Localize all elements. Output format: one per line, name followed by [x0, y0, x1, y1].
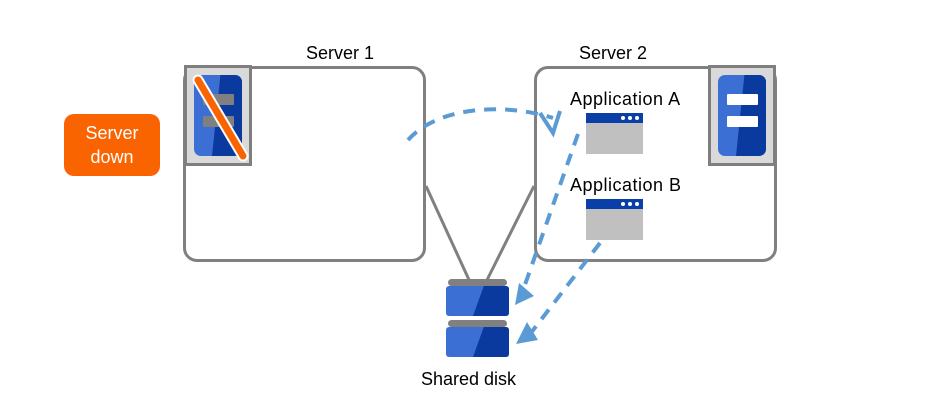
- disk-shade: [473, 327, 509, 357]
- disk-shade: [473, 286, 509, 316]
- disk-cap: [448, 279, 507, 286]
- status-badge-server-down: Server down: [64, 114, 160, 176]
- window-dot-icon: [635, 116, 639, 120]
- disk-connector-lines: [424, 185, 536, 283]
- server-icon-bar: [203, 116, 234, 127]
- status-badge-line1: Server: [85, 123, 139, 143]
- disk-body: [446, 327, 509, 357]
- server-icon-ok: [718, 75, 766, 156]
- window-dot-icon: [621, 202, 625, 206]
- server1-label: Server 1: [306, 43, 375, 63]
- server2-label: Server 2: [579, 43, 648, 63]
- shared-disk-icon: [446, 279, 509, 358]
- disk-cap: [448, 320, 507, 327]
- server-icon-bar: [727, 94, 758, 105]
- window-titlebar: [586, 113, 643, 123]
- application-a-label: Application A: [570, 89, 681, 109]
- status-badge-line2: down: [90, 147, 134, 167]
- shared-disk-label: Shared disk: [421, 369, 517, 389]
- server-icon-bar: [727, 116, 758, 127]
- disk-body: [446, 286, 509, 316]
- application-b-label: Application B: [570, 175, 682, 195]
- window-dot-icon: [628, 116, 632, 120]
- application-b-window-icon: [586, 199, 643, 240]
- server-icon-down: [194, 75, 242, 156]
- window-titlebar: [586, 199, 643, 209]
- window-dot-icon: [621, 116, 625, 120]
- server-icon-bar: [203, 94, 234, 105]
- window-dot-icon: [635, 202, 639, 206]
- server2-icon-tile: [708, 65, 776, 166]
- application-a-window-icon: [586, 113, 643, 154]
- server1-icon-tile: [184, 65, 252, 166]
- window-dot-icon: [628, 202, 632, 206]
